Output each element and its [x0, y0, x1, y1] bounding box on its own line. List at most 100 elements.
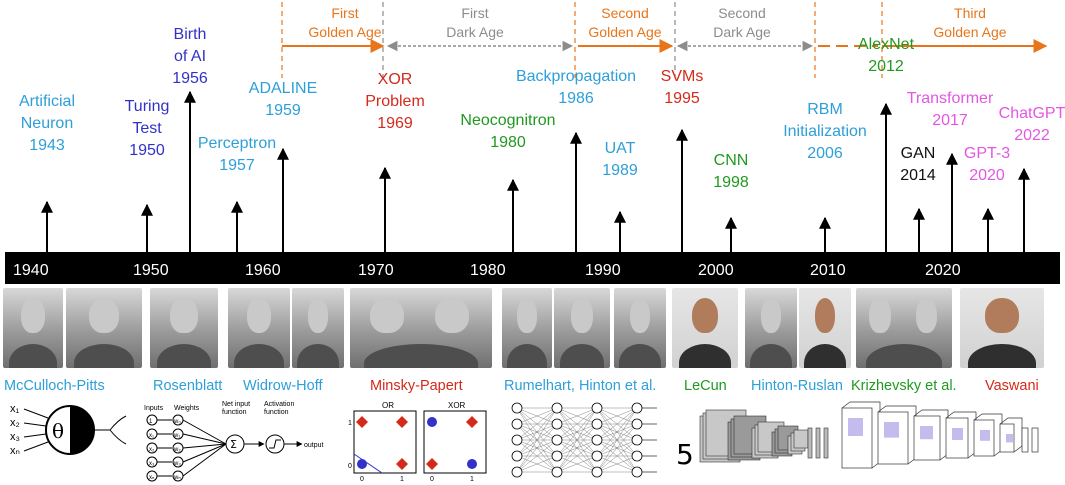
milestone-label-5-line-2: 1969: [377, 115, 413, 132]
name-rumelhart-hinton: Rumelhart, Hinton et al.: [504, 378, 657, 394]
svg-text:OR: OR: [382, 401, 394, 410]
milestone-label-3-line-0: Perceptron: [198, 135, 276, 152]
hoff-photo: [292, 288, 344, 368]
hinton-photo: [554, 288, 610, 368]
decade-label-2000: 2000: [698, 262, 734, 279]
svg-text:xₙ: xₙ: [149, 475, 155, 481]
svg-text:w₀: w₀: [173, 419, 181, 425]
widrow-photo: [228, 288, 290, 368]
architecture-kernel: [980, 430, 990, 441]
svg-text:Activation: Activation: [264, 401, 294, 408]
network-node: [591, 434, 603, 446]
perceptron-figure: Inputs Weights Net input function Activa…: [144, 401, 324, 482]
architecture-block: [877, 411, 909, 465]
milestone-label-10-line-1: 1998: [713, 174, 749, 191]
milestone-label-0-line-2: 1943: [29, 137, 65, 154]
architecture-dense-layer: [1031, 427, 1039, 453]
rosenblatt-photo: [150, 288, 218, 368]
network-node: [511, 418, 523, 430]
svg-text:1: 1: [149, 419, 153, 425]
decade-label-1960: 1960: [245, 262, 281, 279]
milestone-label-7-line-0: Backpropagation: [516, 68, 636, 85]
milestone-label-1-line-0: Turing: [125, 98, 170, 115]
network-node: [551, 466, 563, 478]
milestone-label-6-line-1: 1980: [490, 134, 526, 151]
svg-text:1: 1: [400, 476, 404, 482]
architecture-kernel: [952, 428, 963, 440]
milestone-label-9-line-1: 1995: [664, 90, 700, 107]
milestone-label-15-line-1: 2020: [969, 167, 1005, 184]
milestone-label-16-line-0: ChatGPT: [999, 105, 1065, 122]
svg-text:function: function: [222, 409, 247, 416]
network-node: [631, 450, 643, 462]
milestone-label-2-line-1: of AI: [174, 48, 206, 65]
neuron-threshold-theta: θ: [52, 419, 64, 443]
network-node: [551, 450, 563, 462]
network-node: [511, 450, 523, 462]
age-label-3-line2: Dark Age: [713, 24, 771, 40]
age-label-1-line2: Dark Age: [446, 24, 504, 40]
name-widrow-hoff: Widrow-Hoff: [243, 378, 323, 394]
milestone-label-1-line-1: Test: [132, 120, 162, 137]
cnn-dense-layer: [823, 427, 829, 459]
neuron-input-x1: x₁: [10, 403, 20, 415]
svg-text:x₃: x₃: [149, 461, 155, 467]
milestone-label-8-line-1: 1989: [602, 162, 638, 179]
decade-label-1980: 1980: [470, 262, 506, 279]
network-node: [551, 402, 563, 414]
svg-text:Net input: Net input: [222, 401, 250, 408]
name-lecun: LeCun: [684, 378, 727, 394]
svg-text:1: 1: [348, 420, 352, 427]
cnn-input-digit: 5: [676, 438, 694, 471]
svg-text:w₂: w₂: [173, 447, 181, 453]
svg-text:w₃: w₃: [173, 461, 181, 467]
hinton-2006-photo: [745, 288, 797, 368]
network-node: [591, 450, 603, 462]
milestone-label-14-line-0: Transformer: [907, 90, 994, 107]
minsky-papert-photo: [350, 288, 492, 368]
milestone-label-11-line-1: Initialization: [783, 123, 867, 140]
milestone-label-8-line-0: UAT: [605, 140, 636, 157]
milestone-label-1-line-2: 1950: [129, 142, 165, 159]
svg-text:x₂: x₂: [149, 447, 155, 453]
milestone-label-4-line-0: ADALINE: [249, 80, 317, 97]
architecture-kernel: [1006, 434, 1013, 443]
network-node: [511, 434, 523, 446]
network-node: [511, 402, 523, 414]
milestone-label-6-line-0: Neocognitron: [460, 112, 555, 129]
milestone-label-16-line-1: 2022: [1014, 127, 1050, 144]
williams-photo: [614, 288, 666, 368]
svg-text:XOR: XOR: [448, 401, 466, 410]
decade-label-1990: 1990: [585, 262, 621, 279]
pitts-photo: [66, 288, 142, 368]
decade-label-1950: 1950: [133, 262, 169, 279]
cnn-feature-map: [793, 429, 809, 449]
svg-text:x₁: x₁: [149, 433, 154, 439]
neuron-input-x3: x₃: [10, 431, 20, 443]
name-rosenblatt: Rosenblatt: [153, 378, 223, 394]
age-label-0-line2: Golden Age: [308, 24, 381, 40]
network-node: [631, 434, 643, 446]
svg-text:function: function: [264, 409, 289, 416]
neuron-input-x2: x₂: [10, 417, 20, 429]
milestone-label-5-line-0: XOR: [378, 71, 413, 88]
milestone-label-9-line-0: SVMs: [661, 68, 704, 85]
mcculloch-photo: [3, 288, 63, 368]
architecture-kernel: [848, 418, 863, 436]
network-node: [551, 418, 563, 430]
age-label-2-line2: Golden Age: [588, 24, 661, 40]
decade-label-1940: 1940: [13, 262, 49, 279]
deep-architecture-figure: [841, 401, 1039, 469]
milestone-label-0-line-1: Neuron: [21, 115, 73, 132]
multilayer-network-figure: [511, 402, 657, 478]
decade-label-1970: 1970: [358, 262, 394, 279]
network-node: [631, 402, 643, 414]
svg-text:Inputs: Inputs: [144, 405, 164, 412]
milestone-label-3-line-1: 1957: [219, 157, 255, 174]
network-node: [631, 418, 643, 430]
network-node: [631, 466, 643, 478]
milestone-label-2-line-0: Birth: [174, 26, 207, 43]
cnn-dense-layer: [815, 427, 821, 459]
milestone-label-11-line-2: 2006: [807, 145, 843, 162]
